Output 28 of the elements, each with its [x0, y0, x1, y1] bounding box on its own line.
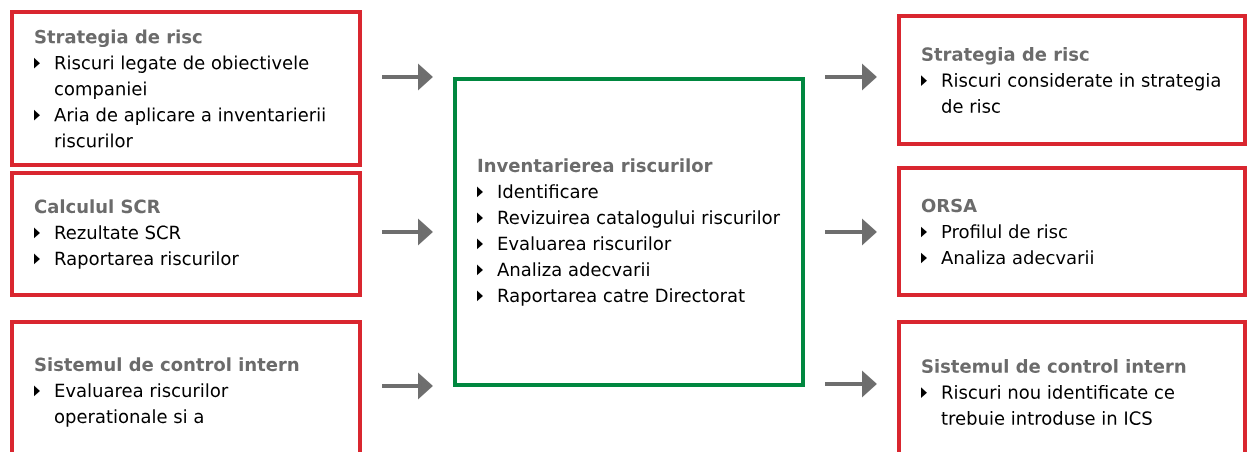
bullet-item: Riscuri legate de obiectivele companiei — [55, 55, 309, 99]
box-heading: ORSA — [921, 198, 977, 213]
bullet-item: Evaluarea riscurilor operationale si a — [55, 383, 229, 427]
bullet-item: Aria de aplicare a inventarierii riscurilor — [54, 107, 325, 148]
bullet-item: Profilul de risc — [942, 224, 1067, 239]
box-heading: Sistemul de control intern — [35, 357, 299, 372]
box-heading: Strategia de risc — [35, 29, 202, 48]
box-heading: Inventarierea riscurilor — [478, 158, 713, 173]
bullet-item: Rezultate SCR — [55, 225, 181, 240]
box-heading: Calculul SCR — [34, 199, 161, 214]
process-box — [453, 77, 805, 387]
box-heading: Strategia de risc — [922, 47, 1089, 65]
process-box — [10, 171, 362, 297]
process-box — [897, 166, 1247, 297]
bullet-item: Riscuri nou identificate ce trebuie introduse in ICS — [941, 385, 1174, 425]
bullet-item: Evaluarea riscurilor — [498, 236, 672, 251]
bullet-item: Identificare — [498, 184, 598, 199]
bullet-item: Raportarea riscurilor — [55, 251, 239, 269]
process-box — [897, 320, 1247, 452]
bullet-item: Riscuri considerate in strategia de risc — [942, 73, 1220, 113]
bullet-item: Revizuirea catalogului riscurilor — [498, 210, 781, 228]
bullet-item: Analiza adecvarii — [497, 262, 649, 277]
bullet-item: Analiza adecvarii — [941, 250, 1093, 265]
bullet-item: Raportarea catre Directorat — [498, 288, 745, 306]
process-box — [897, 14, 1247, 146]
process-box — [10, 320, 362, 452]
box-heading: Sistemul de control intern — [922, 359, 1186, 373]
process-box — [10, 10, 362, 167]
